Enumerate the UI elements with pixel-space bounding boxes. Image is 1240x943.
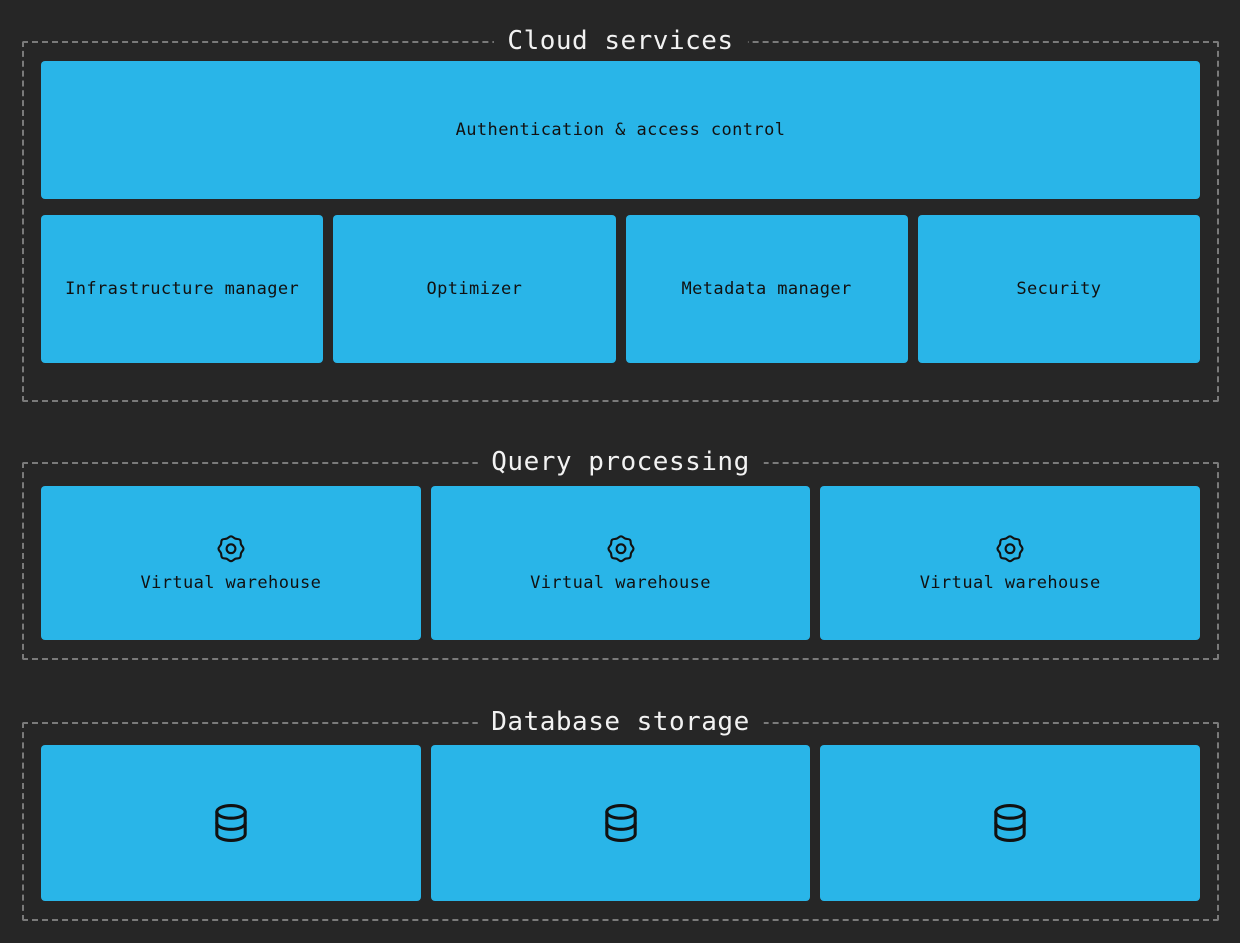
node-virtual-warehouse-3[interactable]: Virtual warehouse: [820, 486, 1201, 640]
gear-icon: [606, 533, 636, 563]
group-title-database-storage: Database storage: [477, 707, 764, 737]
node-label: Infrastructure manager: [65, 279, 300, 299]
node-security[interactable]: Security: [917, 215, 1200, 363]
node-virtual-warehouse-2[interactable]: Virtual warehouse: [430, 486, 811, 640]
group-cloud-services: Cloud services Authentication & access c…: [22, 26, 1219, 402]
node-infrastructure-manager[interactable]: Infrastructure manager: [41, 215, 324, 363]
node-virtual-warehouse-1[interactable]: Virtual warehouse: [41, 486, 421, 640]
group-database-storage: Database storage: [22, 707, 1219, 921]
group-body-cloud-services: Authentication & access control Infrastr…: [24, 43, 1217, 400]
node-label: Virtual warehouse: [919, 572, 1101, 593]
row-services: Infrastructure manager Optimizer Metadat…: [41, 215, 1200, 363]
group-title-cloud-services: Cloud services: [493, 26, 748, 56]
node-database-store-2[interactable]: [430, 745, 811, 901]
node-label: Virtual warehouse: [140, 572, 322, 593]
node-authentication-access-control[interactable]: Authentication & access control: [41, 61, 1200, 199]
node-label: Optimizer: [426, 279, 523, 299]
row-auth: Authentication & access control: [41, 61, 1200, 199]
group-query-processing: Query processing Virtual warehouse: [22, 447, 1219, 660]
node-optimizer[interactable]: Optimizer: [333, 215, 616, 363]
row-warehouses: Virtual warehouse Virtual warehouse: [41, 486, 1201, 640]
database-icon: [598, 800, 644, 846]
database-icon: [987, 800, 1033, 846]
node-label: Security: [1016, 279, 1102, 299]
node-label: Metadata manager: [681, 279, 852, 299]
node-label: Authentication & access control: [455, 120, 786, 140]
database-icon: [208, 800, 254, 846]
group-body-query-processing: Virtual warehouse Virtual warehouse: [24, 464, 1217, 658]
group-title-query-processing: Query processing: [477, 447, 764, 477]
node-database-store-3[interactable]: [820, 745, 1201, 901]
gear-icon: [995, 533, 1025, 563]
node-metadata-manager[interactable]: Metadata manager: [625, 215, 908, 363]
node-label: Virtual warehouse: [530, 572, 711, 593]
node-database-store-1[interactable]: [41, 745, 421, 901]
group-body-database-storage: [24, 724, 1217, 919]
gear-icon: [216, 533, 246, 563]
row-stores: [41, 745, 1201, 901]
